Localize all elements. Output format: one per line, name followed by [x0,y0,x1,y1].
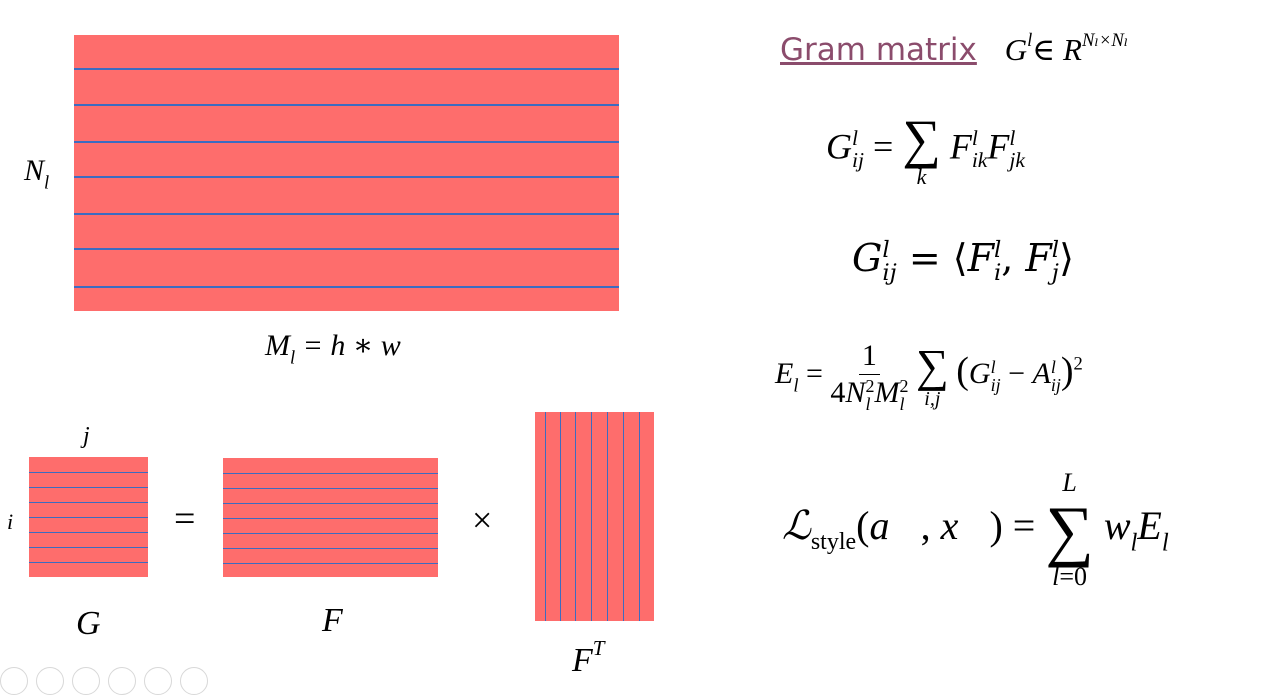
f-label: F [322,602,343,639]
nav-grid-icon[interactable] [108,667,136,695]
row-line [223,473,438,474]
index-j-label: j [83,423,90,449]
row-line [223,548,438,549]
row-line [223,503,438,504]
row-line [74,104,619,106]
row-line [223,563,438,564]
index-i-label: i [7,509,14,534]
col-line [575,412,576,621]
row-line [29,562,148,563]
total-style-loss-equation: ℒstyle(a⃗, x⃗) = L∑l=0 wlEl [782,468,1169,591]
f-matrix-block [223,458,438,577]
row-line [74,176,619,178]
equals-sign: = [174,498,196,540]
col-line [607,412,608,621]
row-line [29,547,148,548]
nav-more-icon[interactable] [180,667,208,695]
col-line [623,412,624,621]
row-line [74,248,619,250]
row-line [29,532,148,533]
g-label: G [76,605,101,642]
row-line [74,286,619,288]
row-line [29,472,148,473]
rows-label: Nl [24,154,50,194]
gram-matrix-block [29,457,148,577]
row-line [223,533,438,534]
gram-matrix-link[interactable]: Gram matrix [780,31,977,68]
nav-zoom-icon[interactable] [144,667,172,695]
row-line [29,517,148,518]
ft-matrix-block [535,412,654,621]
nav-prev-icon[interactable] [0,667,28,695]
nav-pen-icon[interactable] [72,667,100,695]
col-line [560,412,561,621]
feature-matrix-large [74,35,619,311]
row-line [223,518,438,519]
times-sign: × [472,500,493,540]
row-line [29,502,148,503]
gram-definition: Gram matrix Gl∈ RNₗ×Nₗ [780,30,1129,68]
nav-next-icon[interactable] [36,667,64,695]
col-line [545,412,546,621]
row-line [74,141,619,143]
col-line [591,412,592,621]
row-line [223,488,438,489]
row-line [29,487,148,488]
cols-label: Ml = h ∗ w [265,329,401,369]
slide-nav-controls[interactable] [0,667,208,695]
row-line [74,213,619,215]
ft-label: FT [572,636,605,679]
col-line [639,412,640,621]
row-line [74,68,619,70]
